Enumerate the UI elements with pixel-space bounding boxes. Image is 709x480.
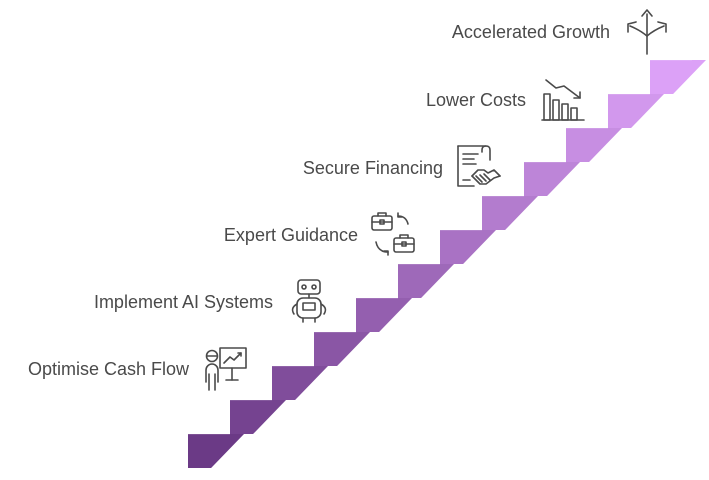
- stair-step: [272, 366, 328, 400]
- stair-step: [356, 298, 412, 332]
- step-label-expert-guidance: Expert Guidance: [223, 225, 358, 245]
- briefcase-exchange-icon: [368, 210, 418, 260]
- step-label-accelerated-growth: Accelerated Growth: [451, 22, 610, 42]
- robot-icon: [284, 276, 334, 326]
- stair-step: [398, 264, 454, 298]
- step-label-implement-ai-systems: Implement AI Systems: [93, 292, 273, 312]
- stair-step: [566, 128, 622, 162]
- step-label-secure-financing: Secure Financing: [302, 158, 443, 178]
- stair-step: [314, 332, 370, 366]
- contract-handshake-icon: [452, 142, 502, 192]
- step-label-lower-costs: Lower Costs: [425, 90, 526, 110]
- stair-step: [482, 196, 538, 230]
- diverging-arrows-icon: [622, 6, 672, 56]
- presentation-chart-icon: [200, 344, 250, 394]
- stair-step: [524, 162, 580, 196]
- stair-step: [440, 230, 496, 264]
- stair-step: [608, 94, 664, 128]
- declining-bar-chart-icon: [538, 74, 588, 124]
- stair-step: [650, 60, 706, 94]
- stair-step: [230, 400, 286, 434]
- stair-step: [188, 434, 244, 468]
- step-label-optimise-cash-flow: Optimise Cash Flow: [27, 359, 189, 379]
